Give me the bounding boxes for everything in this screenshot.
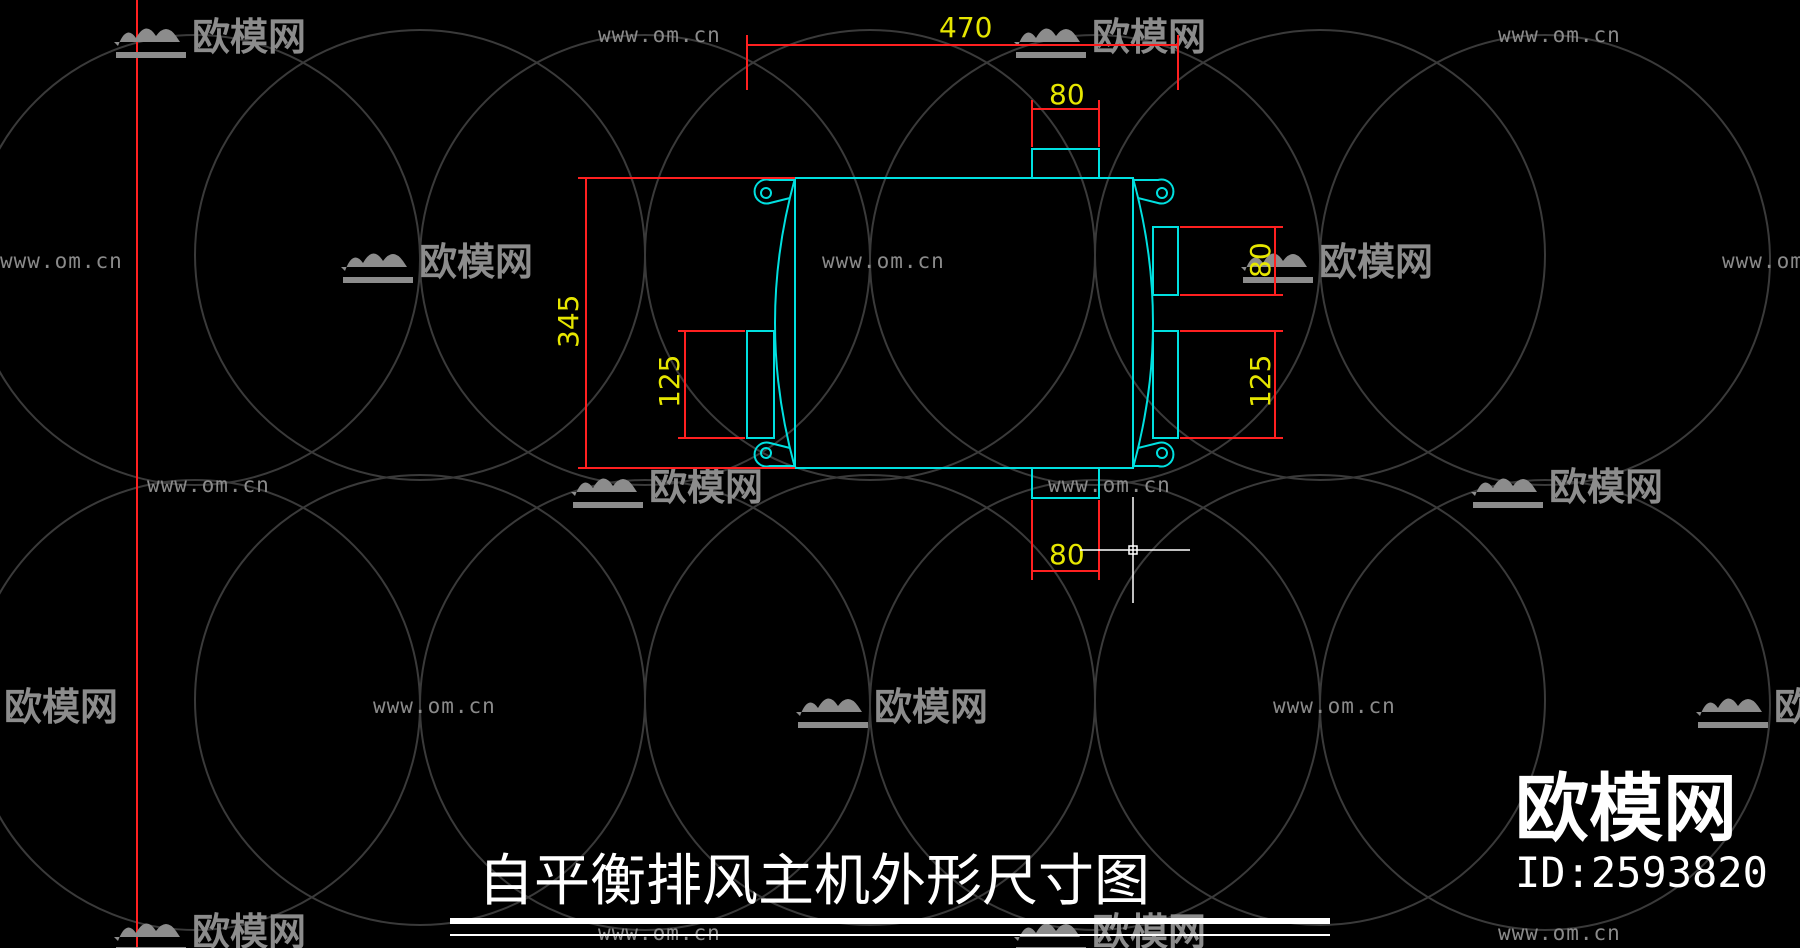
watermark-url: www.om.cn (822, 249, 945, 273)
watermark-url: www.om.cn (147, 473, 270, 497)
dim-overall-width: 470 (939, 11, 992, 44)
dim-left-inlet-height: 125 (653, 355, 686, 408)
watermark-brand: 欧模网 (1696, 685, 1800, 729)
exhaust-unit-outline (746, 148, 1179, 499)
watermark-url: www.om.cn (1498, 921, 1621, 945)
watermark-url: www.om.cn (598, 23, 721, 47)
watermark-brand-text: 欧模网 (874, 685, 988, 729)
dim-overall-height: 345 (552, 295, 585, 348)
watermark-url: www.om.cn (1722, 249, 1800, 273)
right-lower-outlet (1152, 330, 1179, 439)
watermark-brand: 欧模网 (114, 15, 306, 59)
watermark-brand: 欧模网 (796, 685, 988, 729)
watermark-url: www.om.cn (1048, 473, 1171, 497)
watermark-brand: 欧模网 (1014, 15, 1206, 59)
watermark-brand-text: 欧模网 (4, 685, 118, 729)
dim-bottom-outlet-width: 80 (1049, 538, 1085, 571)
watermark-url: www.om.cn (0, 249, 123, 273)
watermark-brand-text: 欧模网 (1092, 15, 1206, 59)
mounting-lug-top-right (1133, 178, 1175, 205)
mounting-lug-bottom-right (1133, 441, 1175, 468)
model-id-text: ID:2593820 (1515, 848, 1768, 897)
bottom-outlet (1031, 467, 1100, 499)
watermark-url: www.om.cn (598, 921, 721, 945)
watermark-brand-text: 欧模网 (1092, 910, 1206, 948)
watermark-brand-text: 欧模网 (192, 910, 306, 948)
unit-body (794, 177, 1134, 469)
watermark-brand-text: 欧模网 (192, 15, 306, 59)
watermark-brand-text: 欧模网 (1774, 685, 1800, 729)
dim-right-upper-outlet-height: 80 (1244, 242, 1277, 278)
watermark-brand: 欧模网 (341, 240, 533, 284)
drawing-title: 自平衡排风主机外形尺寸图 (478, 849, 1150, 914)
watermark-brand: 欧模网 (114, 910, 306, 948)
dimension-lines (578, 35, 1283, 580)
right-side-arc (1132, 177, 1154, 469)
left-inlet (746, 330, 775, 439)
dim-top-outlet-width: 80 (1049, 78, 1085, 111)
mounting-lug-bottom-left (753, 441, 795, 468)
watermark-brand-text: 欧模网 (1319, 240, 1433, 284)
watermark-url: www.om.cn (1498, 23, 1621, 47)
left-side-arc (774, 177, 796, 469)
watermark-brand-text: 欧模网 (419, 240, 533, 284)
watermark-circle-pattern (0, 29, 1771, 931)
crosshair-cursor-icon (1080, 497, 1190, 603)
watermark-brand: 欧模网 (571, 465, 763, 509)
watermark-url: www.om.cn (1273, 694, 1396, 718)
dim-right-lower-outlet-height: 125 (1244, 355, 1277, 408)
mounting-lug-top-left (753, 178, 795, 205)
right-upper-outlet (1152, 226, 1179, 296)
dimension-labels: 470 80 345 125 80 125 80 (552, 11, 1277, 571)
watermark-brand-text: 欧模网 (649, 465, 763, 509)
watermark-url: www.om.cn (373, 694, 496, 718)
watermark-brand: 欧模网 (4, 685, 118, 729)
watermark-texts: www.om.cn www.om.cn www.om.cn www.om.cn … (0, 15, 1800, 948)
watermark-brand-text: 欧模网 (1549, 465, 1663, 509)
top-outlet (1031, 148, 1100, 179)
watermark-brand: 欧模网 (1471, 465, 1663, 509)
watermark-brand: 欧模网 (1014, 910, 1206, 948)
watermark-brand: 欧模网 (1241, 240, 1433, 284)
corner-logo-text: 欧模网 (1515, 766, 1737, 852)
